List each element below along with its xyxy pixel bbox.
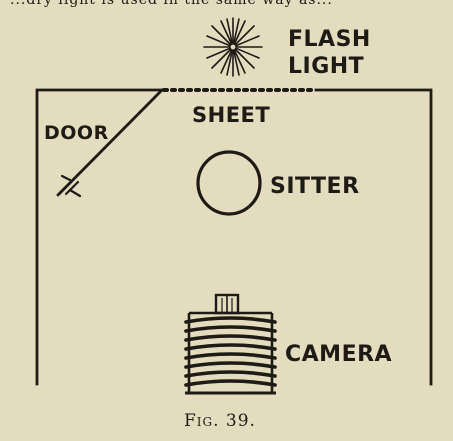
right-wall [314,88,433,386]
sitter-label: SITTER [270,174,360,199]
flash-light-label-2: LIGHT [288,54,364,79]
left-wall [35,88,164,386]
top-caption-text: ...dry light is used in the same way as.… [10,0,333,8]
sitter-circle [196,150,262,216]
room-walls [35,88,433,386]
camera-icon [184,293,277,395]
figure-caption: Fig. 39. [184,411,256,431]
camera-label: CAMERA [285,342,392,367]
flash-light-icon [203,17,263,77]
door-hinge-icon [60,174,82,198]
sheet-label: SHEET [192,103,270,127]
flash-light-label-1: FLASH [288,27,371,52]
door-label: DOOR [44,122,109,144]
door-line [56,88,164,197]
